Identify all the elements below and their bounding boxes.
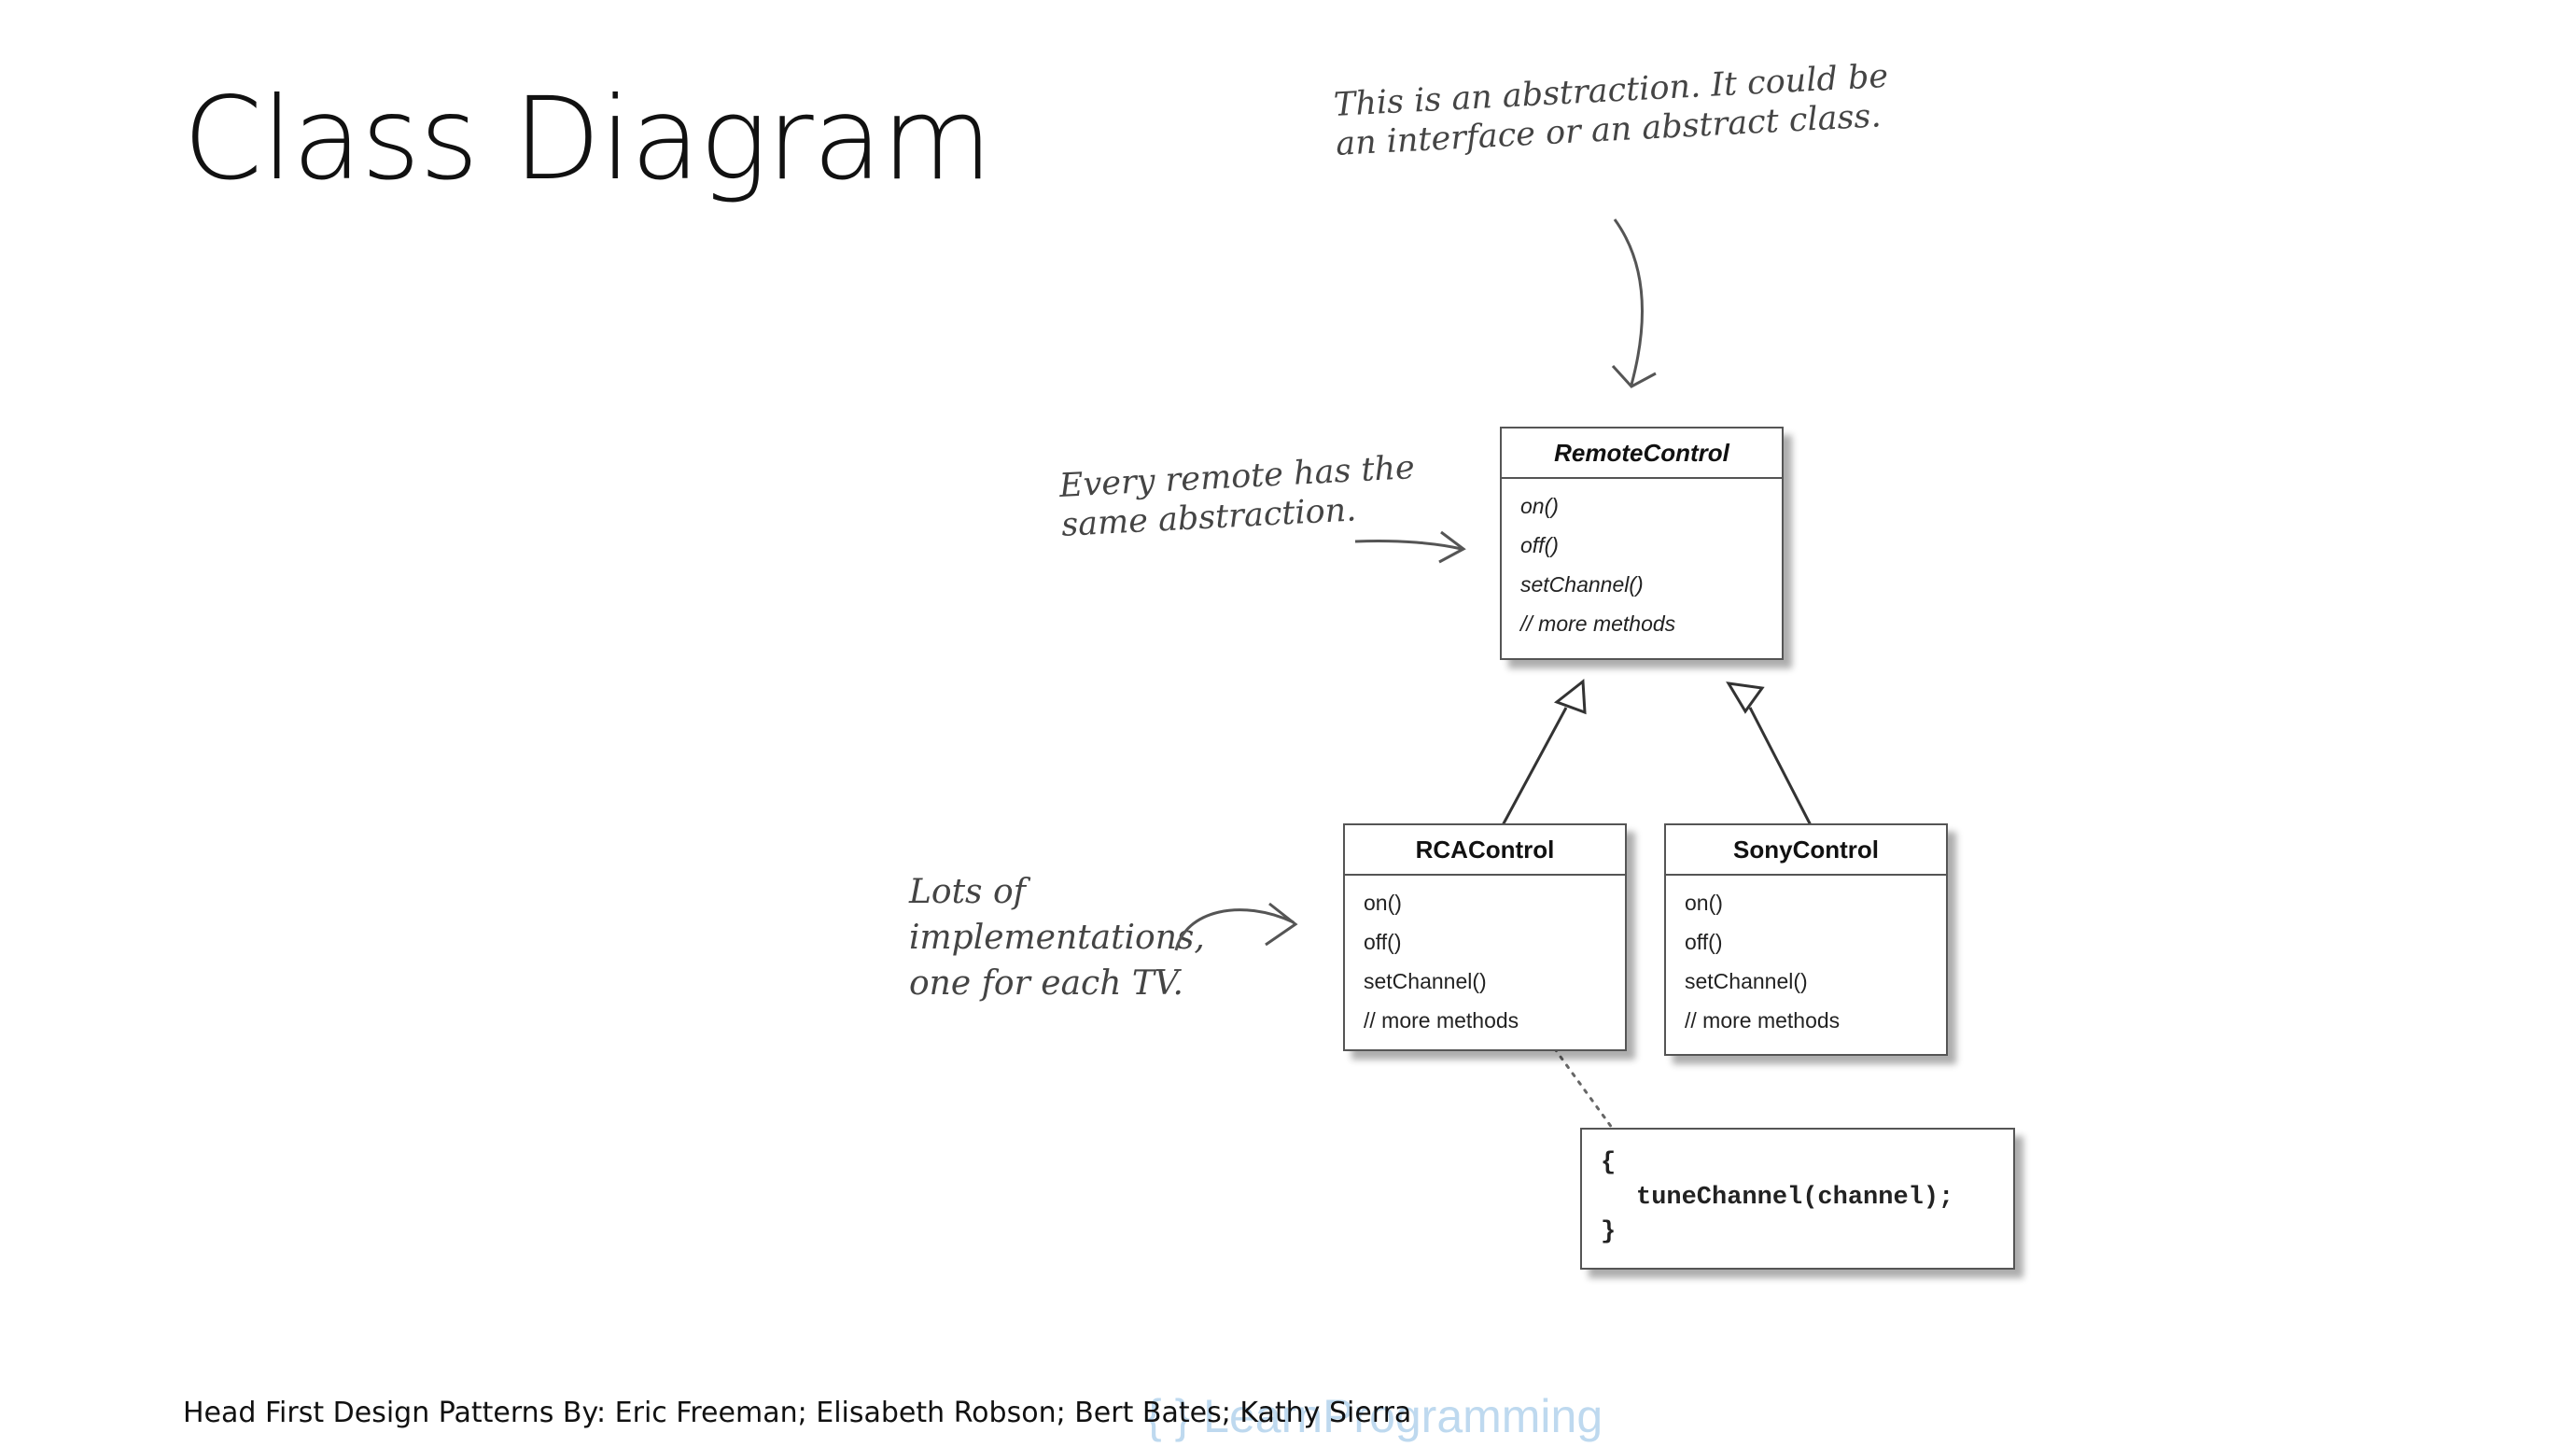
- method-more: // more methods: [1520, 611, 1676, 636]
- citation-footer: Head First Design Patterns By: Eric Free…: [183, 1397, 1412, 1429]
- class-name: SonyControl: [1666, 825, 1946, 876]
- method-set-channel: setChannel(): [1364, 969, 1487, 993]
- method-on: on(): [1520, 494, 1559, 518]
- sony-inheritance-triangle: [1726, 681, 1765, 714]
- sony-inheritance-line: [1748, 707, 1813, 826]
- class-methods: on() off() setChannel() // more methods: [1345, 876, 1625, 1047]
- code-open-brace: {: [1601, 1149, 1617, 1177]
- rca-control-class: RCAControl on() off() setChannel() // mo…: [1343, 823, 1627, 1051]
- code-note: { tuneChannel(channel); }: [1580, 1128, 2015, 1270]
- method-on: on(): [1364, 891, 1402, 915]
- sony-control-class: SonyControl on() off() setChannel() // m…: [1664, 823, 1948, 1056]
- slide-title: Class Diagram: [183, 73, 992, 205]
- same-abstraction-arrow: [1354, 539, 1463, 551]
- method-off: off(): [1364, 930, 1402, 954]
- rca-inheritance-triangle: [1553, 679, 1587, 715]
- method-set-channel: setChannel(): [1520, 572, 1644, 597]
- class-name: RCAControl: [1345, 825, 1625, 876]
- class-name: RemoteControl: [1502, 428, 1782, 479]
- method-off: off(): [1685, 930, 1723, 954]
- code-close-brace: }: [1601, 1218, 1617, 1246]
- implementations-annotation: Lots of implementations, one for each TV…: [909, 873, 1205, 1003]
- method-on: on(): [1685, 891, 1723, 915]
- implementations-arrowhead: [1265, 902, 1298, 947]
- code-line: tuneChannel(channel);: [1636, 1184, 1954, 1212]
- class-methods: on() off() setChannel() // more methods: [1666, 876, 1946, 1047]
- abstraction-arrowhead: [1611, 364, 1657, 388]
- implementations-arrow: [1174, 908, 1295, 951]
- rca-inheritance-line: [1501, 707, 1568, 826]
- remote-control-class: RemoteControl on() off() setChannel() //…: [1500, 427, 1784, 660]
- method-set-channel: setChannel(): [1685, 969, 1808, 993]
- method-more: // more methods: [1685, 1008, 1841, 1033]
- watermark-logo: { } LearnProgramming: [1146, 1390, 1603, 1442]
- same-abstraction-arrowhead: [1438, 530, 1466, 564]
- method-off: off(): [1520, 533, 1559, 557]
- method-more: // more methods: [1364, 1008, 1519, 1033]
- abstraction-arrow: [1613, 218, 1644, 386]
- class-methods: on() off() setChannel() // more methods: [1502, 479, 1782, 651]
